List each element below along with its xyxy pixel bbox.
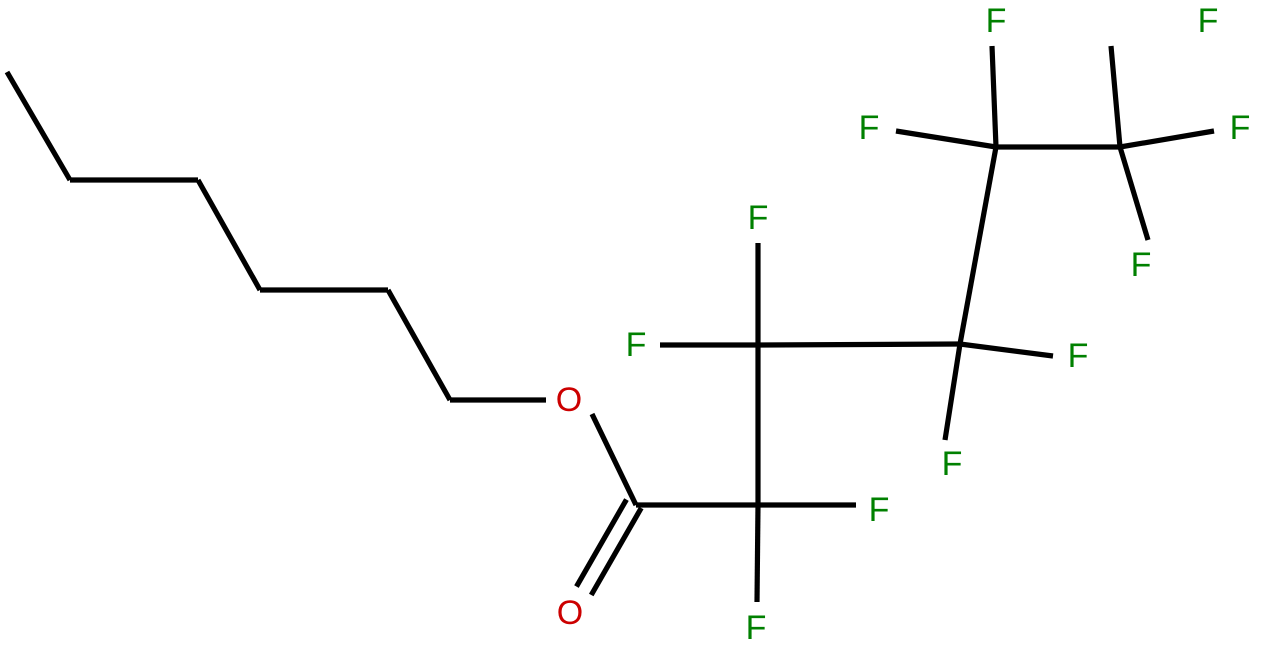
atom-label-f-2: F [1198, 2, 1219, 40]
bond-c1-c2 [4, 70, 73, 182]
bond-layer [4, 45, 1215, 603]
bond-cf3-f-down [1117, 146, 1151, 241]
bond-c5-c6 [385, 288, 453, 402]
bond-cf3-f-up [1108, 45, 1123, 148]
bond-cf2a-f-down [754, 504, 761, 603]
bond-ccarbonyl-odouble [574, 498, 644, 597]
atom-label-f-11: F [746, 609, 767, 647]
bond-cf2d-f-up [989, 45, 999, 148]
bond-cf2b-cf2c [757, 341, 961, 348]
atom-label-f-8: F [1068, 337, 1089, 375]
bond-ccarbonyl-odouble-line-a [574, 498, 629, 588]
atom-label-f-9: F [942, 445, 963, 483]
bond-c3-c4 [195, 178, 263, 292]
atom-label-o-carbonyl: O [557, 594, 583, 632]
atom-label-f-10: F [869, 491, 890, 529]
atom-label-f-1: F [986, 2, 1007, 40]
atom-label-f-7: F [626, 326, 647, 364]
bond-ccarbonyl-odouble-line-b [588, 506, 644, 597]
bond-cf2c-f-right [959, 341, 1054, 359]
atom-label-f-4: F [1230, 109, 1251, 147]
bond-cf2c-f-down [942, 343, 963, 441]
bond-cf2d-f-left [895, 128, 997, 150]
bond-oester-ccarbonyl [589, 412, 639, 507]
bond-cf2c-cf2d [957, 146, 999, 345]
atom-label-f-6: F [748, 199, 769, 237]
atom-label-o-ester: O [556, 381, 582, 419]
atom-label-layer: F F F F F F F F F F F O O [556, 2, 1251, 647]
bond-cf3-f-right [1119, 128, 1215, 150]
atom-label-f-3: F [859, 109, 880, 147]
atom-label-f-5: F [1131, 246, 1152, 284]
